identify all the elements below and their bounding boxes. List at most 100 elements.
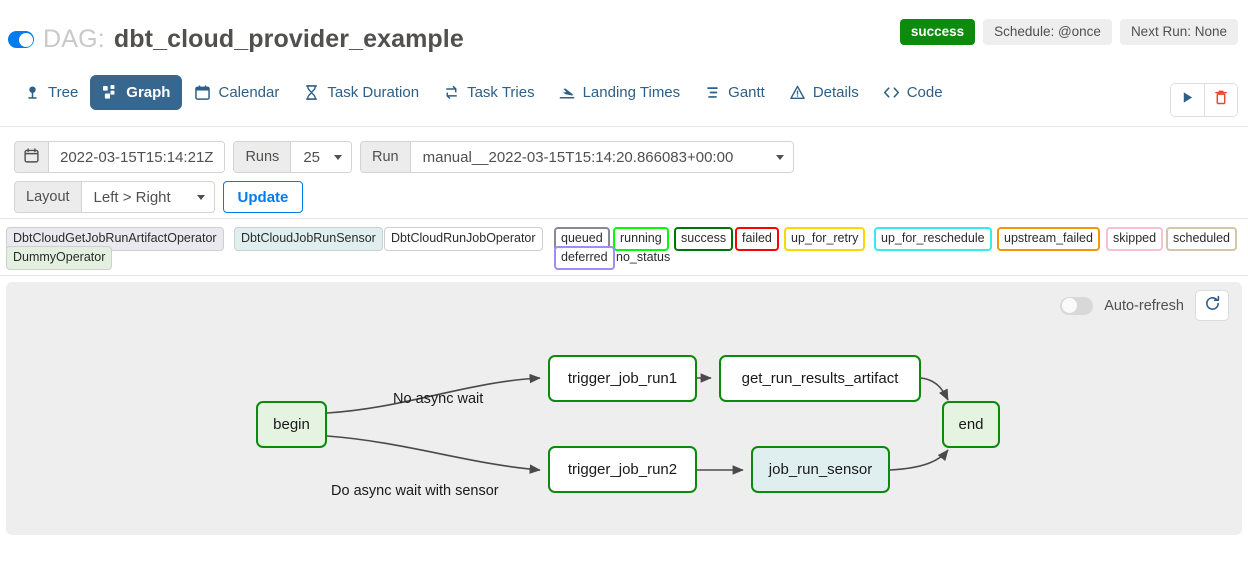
graph-edge-label: Do async wait with sensor [331, 483, 499, 499]
tab-code[interactable]: Code [871, 75, 955, 110]
retry-icon [443, 84, 460, 101]
update-button[interactable]: Update [222, 181, 304, 213]
run-group: Run manual__2022-03-15T15:14:20.866083+0… [360, 141, 794, 173]
delete-dag-button[interactable] [1204, 84, 1237, 116]
tab-landing-times[interactable]: Landing Times [547, 75, 693, 110]
controls-row-2: Layout Left > Right Update [14, 181, 1238, 213]
execution-date-group: 2022-03-15T15:14:21Z [14, 141, 226, 173]
graph-edges [326, 373, 949, 475]
legend-status-chip[interactable]: failed [735, 227, 779, 251]
legend-status-chip[interactable]: upstream_failed [997, 227, 1100, 251]
play-icon [1181, 91, 1194, 109]
legend-items: DbtCloudGetJobRunArtifactOperator DbtClou… [6, 227, 1240, 270]
tab-tree[interactable]: Tree [12, 75, 90, 110]
layout-value: Left > Right [93, 188, 171, 206]
tab-label: Code [906, 84, 943, 101]
tab-label: Calendar [218, 84, 280, 101]
chevron-down-icon [334, 154, 342, 160]
legend-operator-chip[interactable]: DbtCloudRunJobOperator [384, 227, 543, 251]
graph-edge-label: No async wait [393, 391, 484, 407]
layout-label: Layout [15, 182, 82, 212]
edge-begin-to-trigger2 [326, 435, 541, 474]
tab-label: Task Duration [327, 84, 420, 101]
gantt-icon [704, 84, 721, 101]
execution-date-input[interactable]: 2022-03-15T15:14:21Z [49, 142, 225, 172]
runs-value: 25 [303, 148, 320, 166]
layout-group: Layout Left > Right [14, 181, 215, 213]
legend-operator-chip[interactable]: DbtCloudJobRunSensor [234, 227, 383, 251]
header-badges: success Schedule: @once Next Run: None [899, 19, 1238, 45]
legend-status-chip[interactable]: scheduled [1166, 227, 1237, 251]
calendar-picker-button[interactable] [15, 142, 49, 172]
next-run-badge: Next Run: None [1119, 19, 1238, 45]
edge-begin-to-trigger1 [326, 373, 541, 414]
graph-node-job_run_sensor[interactable]: job_run_sensor [751, 446, 890, 493]
tab-label: Details [812, 84, 859, 101]
layout-select[interactable]: Left > Right [81, 182, 214, 212]
tab-task-tries[interactable]: Task Tries [431, 75, 547, 110]
tab-label: Tree [48, 84, 79, 101]
graph-node-get_run_results_artifact[interactable]: get_run_results_artifact [719, 355, 921, 402]
legend-operator-chip[interactable]: DbtCloudGetJobRunArtifactOperator [6, 227, 224, 251]
refresh-icon [1204, 295, 1221, 317]
runs-label: Runs [234, 142, 292, 172]
code-icon [883, 84, 900, 101]
status-badge: success [899, 19, 976, 45]
landing-icon [559, 84, 576, 101]
dag-name: dbt_cloud_provider_example [113, 25, 464, 53]
graph-node-trigger_job_run2[interactable]: trigger_job_run2 [548, 446, 697, 493]
calendar-icon [194, 84, 211, 101]
edge-artifact-to-end [920, 377, 949, 401]
legend-operator-chip[interactable]: DummyOperator [6, 246, 113, 270]
graph-canvas[interactable]: begin trigger_job_run1 get_run_results_art… [6, 282, 1242, 535]
schedule-badge[interactable]: Schedule: @once [983, 19, 1112, 45]
tab-graph[interactable]: Graph [90, 75, 183, 110]
tab-gantt[interactable]: Gantt [692, 75, 777, 110]
dag-title: DAG: dbt_cloud_provider_example [8, 25, 464, 54]
run-label: Run [361, 142, 411, 172]
tab-label: Task Tries [467, 84, 535, 101]
details-icon [789, 84, 806, 101]
runs-select[interactable]: 25 [291, 142, 351, 172]
chevron-down-icon [775, 154, 784, 160]
runs-group: Runs 25 [233, 141, 352, 173]
page-header: DAG: dbt_cloud_provider_example success … [0, 0, 1248, 70]
dag-run-controls: 2022-03-15T15:14:21Z Runs 25 Run manual_… [0, 127, 1248, 319]
calendar-icon [24, 147, 39, 167]
run-value: manual__2022-03-15T15:14:20.866083+00:00 [422, 148, 734, 166]
tab-label: Landing Times [582, 84, 681, 101]
tab-task-duration[interactable]: Task Duration [291, 75, 431, 110]
graph-icon [102, 84, 119, 101]
auto-refresh-toggle[interactable] [1060, 296, 1094, 315]
graph-legend: DbtCloudGetJobRunArtifactOperator DbtClou… [0, 219, 1248, 276]
tab-details[interactable]: Details [777, 75, 871, 110]
refresh-controls: Auto-refresh [1060, 290, 1229, 321]
hourglass-icon [303, 84, 320, 101]
legend-no-status-label: no_status [616, 250, 671, 264]
tab-label: Graph [126, 84, 171, 101]
dag-label: DAG: [43, 25, 105, 53]
legend-status-chip[interactable]: up_for_reschedule [874, 227, 992, 251]
refresh-button[interactable] [1195, 290, 1229, 321]
edge-sensor-to-end [889, 449, 949, 471]
legend-status-chip[interactable]: deferred [554, 246, 615, 270]
tab-label: Gantt [728, 84, 765, 101]
graph-node-trigger_job_run1[interactable]: trigger_job_run1 [548, 355, 697, 402]
legend-status-chip[interactable]: up_for_retry [784, 227, 866, 251]
graph-node-end[interactable]: end [942, 401, 1000, 448]
tab-list: Tree Graph Calendar Task Duration Task T [12, 75, 955, 110]
dag-action-buttons [1170, 83, 1238, 117]
legend-status-chip[interactable]: skipped [1106, 227, 1164, 251]
dag-nav-tabs: Tree Graph Calendar Task Duration Task T [0, 70, 1248, 127]
tab-calendar[interactable]: Calendar [182, 75, 291, 110]
chevron-down-icon [196, 194, 205, 200]
controls-row-1: 2022-03-15T15:14:21Z Runs 25 Run manual_… [14, 141, 1238, 173]
run-select[interactable]: manual__2022-03-15T15:14:20.866083+00:00 [410, 142, 793, 172]
graph-node-begin[interactable]: begin [256, 401, 327, 448]
legend-status-chip[interactable]: success [674, 227, 734, 251]
trigger-dag-button[interactable] [1171, 84, 1204, 116]
legend-status-chip[interactable]: running [613, 227, 669, 251]
tree-icon [24, 84, 41, 101]
dag-pause-toggle[interactable] [8, 31, 34, 48]
